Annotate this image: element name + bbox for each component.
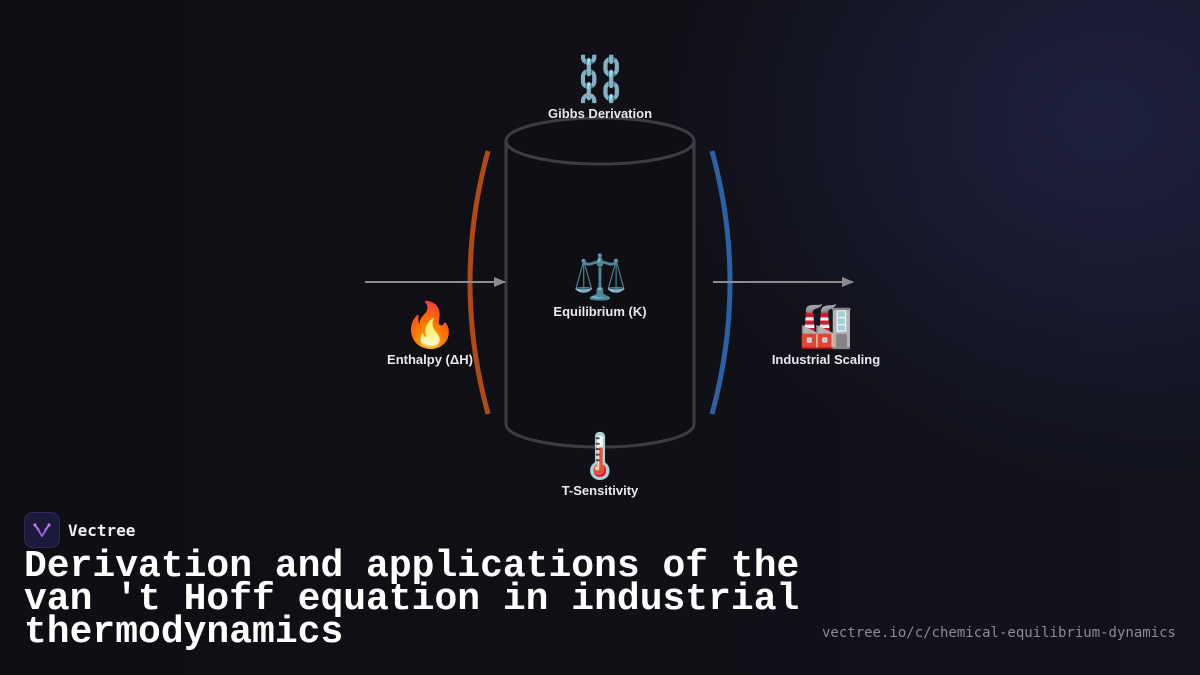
node-t-sensitivity: 🌡️ T-Sensitivity xyxy=(561,431,639,499)
node-label: T-Sensitivity xyxy=(561,483,639,498)
source-url[interactable]: vectree.io/c/chemical-equilibrium-dynami… xyxy=(821,625,1176,641)
node-label: Gibbs Derivation xyxy=(547,106,653,121)
page-title: Derivation and applications of the van '… xyxy=(24,545,800,654)
node-gibbs-derivation: ⛓️ Gibbs Derivation xyxy=(547,54,653,122)
brand-name: Vectree xyxy=(68,520,136,540)
chain-icon: ⛓️ xyxy=(572,54,628,105)
node-label: Industrial Scaling xyxy=(771,352,881,367)
node-equilibrium: ⚖️ Equilibrium (K) xyxy=(553,252,647,320)
node-label: Enthalpy (ΔH) xyxy=(387,352,473,367)
node-enthalpy: 🔥 Enthalpy (ΔH) xyxy=(387,300,473,368)
fire-icon: 🔥 xyxy=(402,300,458,351)
node-industrial-scaling: 🏭 Industrial Scaling xyxy=(771,300,881,368)
brand[interactable]: Vectree xyxy=(24,512,135,548)
thermometer-icon: 🌡️ xyxy=(572,431,628,482)
balance-scale-icon: ⚖️ xyxy=(572,252,628,303)
node-label: Equilibrium (K) xyxy=(553,304,647,319)
vectree-logo-icon xyxy=(24,512,60,548)
cylinder-top xyxy=(504,116,696,166)
cylinder-body xyxy=(504,141,696,449)
factory-icon: 🏭 xyxy=(798,300,854,351)
